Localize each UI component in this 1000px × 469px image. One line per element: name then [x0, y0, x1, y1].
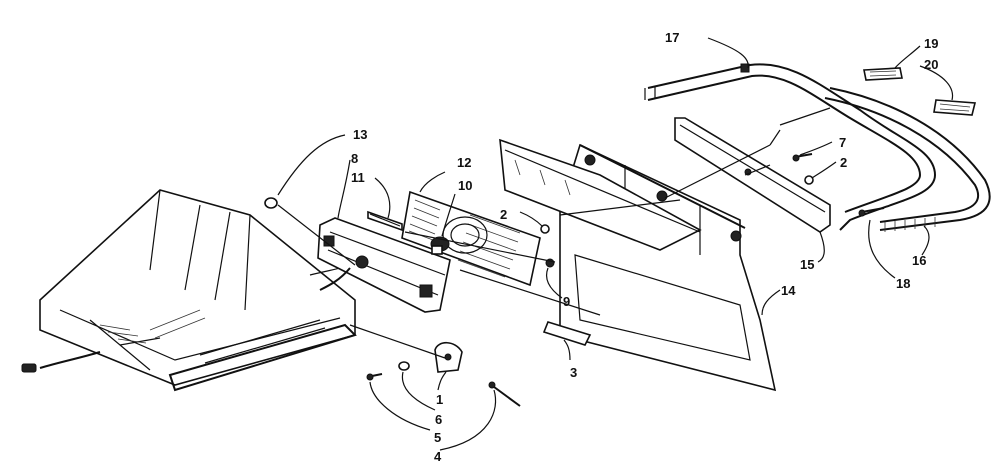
callout-2-left: 2 — [500, 207, 507, 222]
hardware — [366, 153, 885, 407]
callout-leaders — [277, 37, 954, 451]
callout-13: 13 — [353, 127, 367, 142]
callout-7: 7 — [839, 135, 846, 150]
callout-6: 6 — [435, 412, 442, 427]
wire-harness — [21, 261, 361, 373]
callout-15: 15 — [800, 257, 814, 272]
callout-2-right: 2 — [840, 155, 847, 170]
taillight-lens — [401, 190, 541, 287]
callout-18: 18 — [896, 276, 910, 291]
alignment-lines — [277, 107, 831, 359]
callout-5: 5 — [434, 430, 441, 445]
callout-8: 8 — [351, 151, 358, 166]
decal-19 — [863, 67, 903, 81]
callout-10: 10 — [458, 178, 472, 193]
upper-rail — [499, 138, 702, 251]
trim-strip — [824, 87, 991, 232]
callout-9: 9 — [563, 294, 570, 309]
callout-12: 12 — [457, 155, 471, 170]
callout-4: 4 — [434, 449, 442, 464]
callout-14: 14 — [781, 283, 796, 298]
callout-17: 17 — [665, 30, 679, 45]
bracket — [367, 210, 403, 232]
callout-16: 16 — [912, 253, 926, 268]
decal-20 — [933, 99, 977, 116]
callout-20: 20 — [924, 57, 938, 72]
callout-11: 11 — [351, 170, 365, 185]
callout-labels: 13 8 11 12 10 2 9 3 17 19 20 7 2 15 14 1… — [351, 30, 938, 464]
callout-1: 1 — [436, 392, 443, 407]
hood-body — [39, 189, 357, 392]
callout-19: 19 — [924, 36, 938, 51]
screw-13 — [264, 197, 278, 209]
grab-handle — [644, 63, 937, 231]
callout-3: 3 — [570, 365, 577, 380]
long-bar — [674, 117, 831, 233]
taillight-housing — [317, 217, 451, 313]
